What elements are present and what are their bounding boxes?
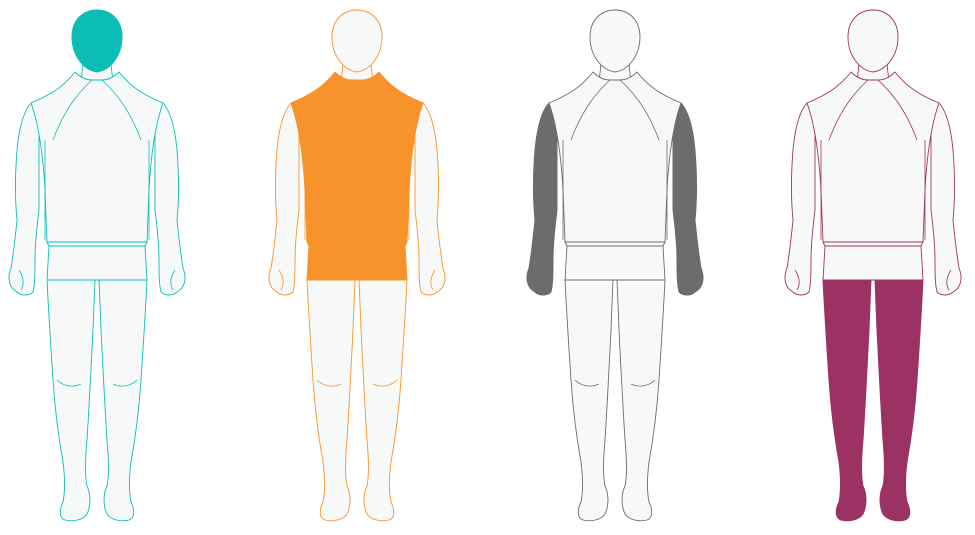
head-shape xyxy=(332,10,382,72)
legL-shape xyxy=(823,280,871,521)
figure-head xyxy=(9,10,185,521)
legL-shape xyxy=(307,280,355,521)
legR-shape xyxy=(617,280,665,521)
head-shape xyxy=(72,10,122,72)
armR-shape xyxy=(673,103,703,295)
legR-shape xyxy=(99,280,147,521)
figure-legs xyxy=(785,10,961,521)
head-shape xyxy=(590,10,640,72)
hips-shape xyxy=(307,246,407,280)
armR-shape xyxy=(415,103,445,295)
trunkTop-shape xyxy=(549,72,681,242)
hips-shape xyxy=(47,246,147,280)
belt-shape xyxy=(823,242,923,246)
head-shape xyxy=(848,10,898,72)
armR-shape xyxy=(155,103,185,295)
trunkTop-shape xyxy=(31,72,163,242)
trunkTop-shape xyxy=(291,72,423,242)
armL-shape xyxy=(785,103,815,295)
belt-shape xyxy=(47,242,147,246)
figure-arms xyxy=(527,10,703,521)
armL-shape xyxy=(527,103,557,295)
legR-shape xyxy=(359,280,407,521)
hips-shape xyxy=(565,246,665,280)
figure-trunk xyxy=(269,10,445,521)
armL-shape xyxy=(269,103,299,295)
trunkTop-shape xyxy=(807,72,939,242)
legL-shape xyxy=(47,280,95,521)
legL-shape xyxy=(565,280,613,521)
belt-shape xyxy=(565,242,665,246)
hips-shape xyxy=(823,246,923,280)
legR-shape xyxy=(875,280,923,521)
belt-shape xyxy=(307,242,407,246)
armL-shape xyxy=(9,103,39,295)
armR-shape xyxy=(931,103,961,295)
